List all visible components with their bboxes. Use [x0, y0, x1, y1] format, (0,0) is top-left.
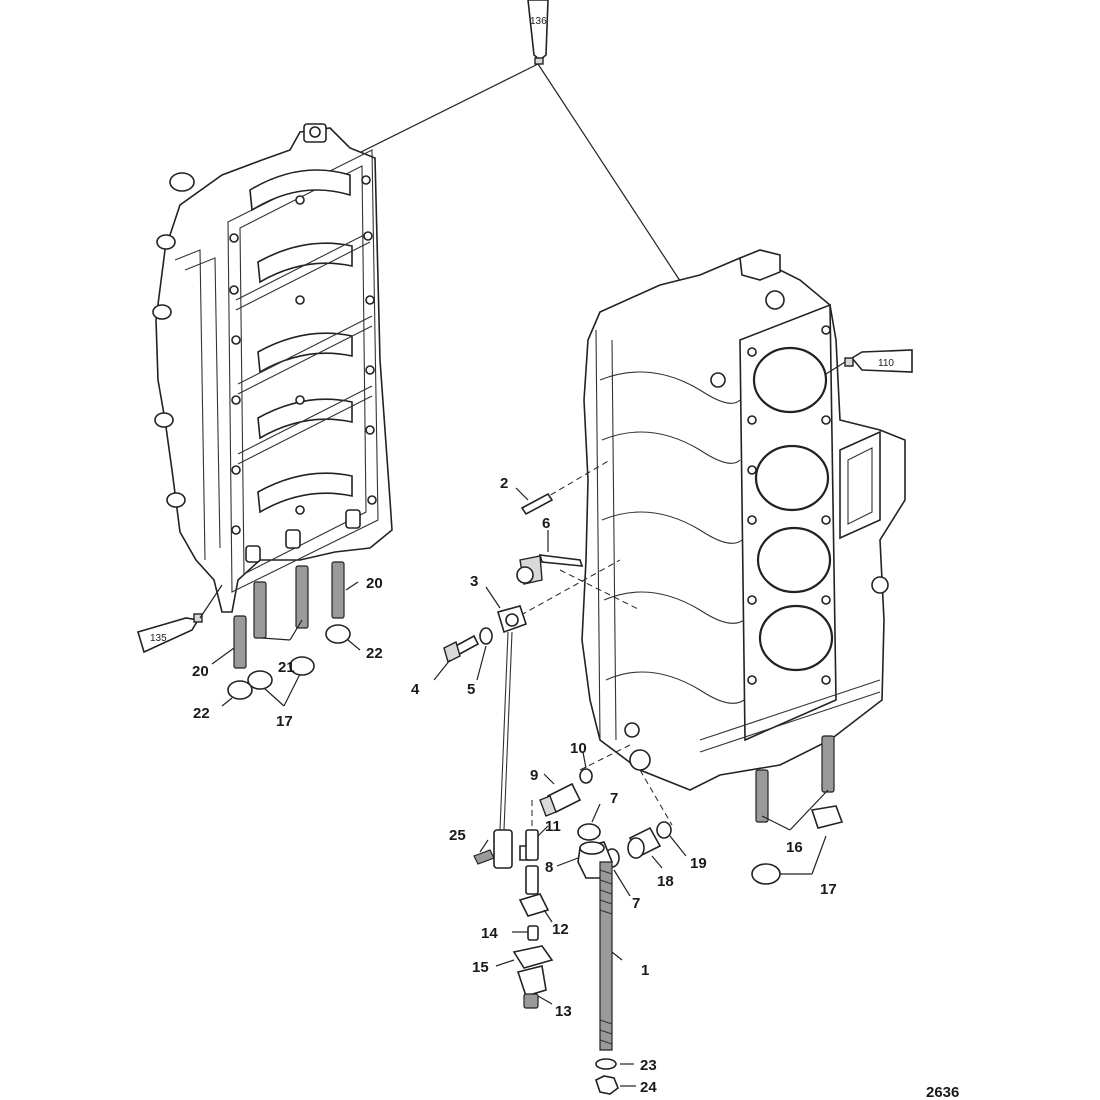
callout-7: 7 [610, 790, 618, 807]
callout-22: 22 [193, 705, 210, 722]
callout-15: 15 [472, 959, 489, 976]
callout-20: 20 [366, 575, 383, 592]
bolt [443, 634, 480, 664]
bracket [512, 945, 554, 969]
callout-11: 11 [545, 818, 561, 835]
sealant-tube-135: 135 [137, 613, 203, 654]
callout-25: 25 [449, 827, 466, 844]
dowel-pin [520, 492, 554, 516]
callout-19: 19 [690, 855, 707, 872]
callout-2: 2 [500, 475, 508, 492]
callout-6: 6 [542, 515, 550, 532]
crankcase-cover [152, 123, 393, 613]
callout-leaders [211, 487, 829, 1087]
callout-1: 1 [641, 962, 649, 979]
nut [595, 1075, 619, 1095]
tube-label: 110 [878, 358, 894, 369]
washer [479, 627, 493, 645]
callout-21: 21 [278, 659, 295, 676]
block-bolt-holes [747, 325, 831, 685]
hose [525, 829, 539, 895]
long-stud [599, 861, 613, 1051]
studs [233, 561, 345, 669]
sealant-tube-110: 110 [844, 349, 913, 373]
callout-16: 16 [786, 839, 803, 856]
sealant-tube-136: 136 [527, 0, 549, 65]
callout-3: 3 [470, 573, 478, 590]
cover-bolt-holes [229, 175, 377, 535]
assembly-lines [511, 459, 673, 830]
callout-5: 5 [467, 681, 475, 698]
o-ring [579, 768, 593, 784]
caps [751, 805, 844, 885]
fitting [516, 965, 547, 1009]
callout-22: 22 [366, 645, 383, 662]
callout-14: 14 [481, 925, 498, 942]
callout-13: 13 [555, 1003, 572, 1020]
cover-side-bosses [152, 172, 221, 561]
washer [595, 1058, 617, 1070]
fitting [627, 826, 662, 859]
callout-9: 9 [530, 767, 538, 784]
callout-24: 24 [640, 1079, 657, 1096]
hose-clamp [577, 823, 601, 841]
callout-12: 12 [552, 921, 569, 938]
temperature-sensor [516, 554, 584, 585]
clip [518, 893, 550, 917]
callout-labels: 1 2 3 4 5 6 7 7 8 9 10 11 12 13 14 15 16… [192, 475, 837, 1096]
callout-17: 17 [820, 881, 837, 898]
callout-8: 8 [545, 859, 553, 876]
callout-20: 20 [192, 663, 209, 680]
callout-23: 23 [640, 1057, 657, 1074]
callout-7: 7 [632, 895, 640, 912]
callout-10: 10 [570, 740, 587, 757]
knock-sensor [493, 605, 531, 869]
sealant-leader-lines [344, 63, 689, 294]
valve [527, 925, 539, 941]
callout-18: 18 [657, 873, 674, 890]
tube-label: 135 [150, 633, 167, 644]
callout-17: 17 [276, 713, 293, 730]
main-bearing-saddles [249, 169, 353, 514]
callout-4: 4 [411, 681, 420, 698]
cylinder-bores [752, 346, 834, 672]
studs [755, 735, 835, 823]
small-parts [227, 492, 844, 1095]
cylinder-block [581, 249, 906, 791]
caps [227, 624, 351, 700]
o-ring [656, 821, 672, 839]
tube-label: 136 [530, 16, 547, 27]
screw [473, 849, 495, 865]
fitting [539, 782, 582, 817]
figure-number: 2636 [926, 1084, 959, 1100]
studs [253, 565, 309, 639]
